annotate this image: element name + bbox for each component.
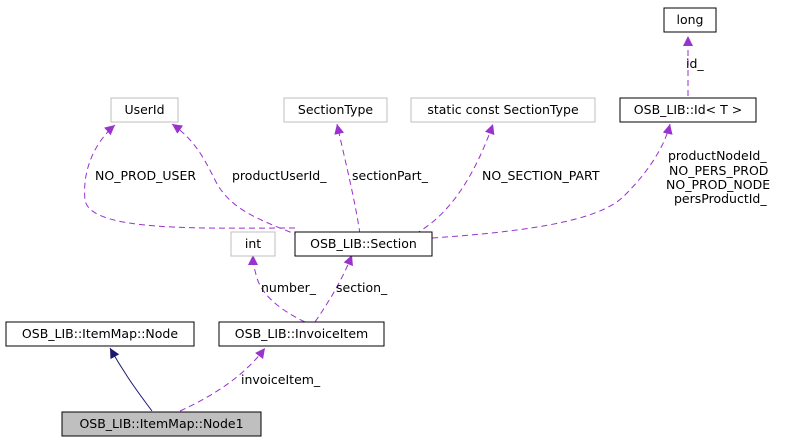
node-long[interactable]: long — [663, 7, 717, 33]
edge-label-number: number_ — [261, 280, 317, 295]
node-itemmap-node1-label: OSB_LIB::ItemMap::Node1 — [79, 416, 243, 431]
edge-node1-to-node-inheritance — [109, 347, 153, 412]
edge-label-no-pers-prod: NO_PERS_PROD — [669, 163, 768, 178]
edge-label-section-part: sectionPart_ — [352, 168, 429, 183]
edge-label-no-section-part: NO_SECTION_PART — [482, 168, 600, 183]
edge-section-to-userid-no-prod-user — [84, 124, 296, 229]
node-static-sectiontype[interactable]: static const SectionType — [410, 97, 596, 123]
node-osb-id[interactable]: OSB_LIB::Id< T > — [619, 97, 757, 123]
edge-section-to-sectiontype — [334, 123, 361, 235]
node-itemmap-node-label: OSB_LIB::ItemMap::Node — [22, 326, 178, 341]
edge-label-id: id_ — [686, 56, 704, 71]
edge-invoiceitem-to-int — [248, 254, 306, 323]
edges — [84, 36, 693, 412]
edge-label-pers-product-id: persProductId_ — [674, 191, 767, 206]
node-itemmap-node1[interactable]: OSB_LIB::ItemMap::Node1 — [61, 411, 262, 437]
node-userid[interactable]: UserId — [110, 97, 179, 123]
edge-labels: id_ NO_PROD_USER productUserId_ sectionP… — [95, 56, 770, 387]
node-section[interactable]: OSB_LIB::Section — [294, 231, 433, 257]
edge-section-to-userid-product-user-id — [171, 123, 301, 237]
node-itemmap-node[interactable]: OSB_LIB::ItemMap::Node — [5, 321, 195, 347]
edge-label-no-prod-user: NO_PROD_USER — [95, 168, 196, 183]
edge-label-product-node-id: productNodeId_ — [668, 148, 767, 163]
edge-label-product-user-id: productUserId_ — [232, 168, 327, 183]
node-static-sectiontype-label: static const SectionType — [427, 102, 579, 117]
node-sectiontype[interactable]: SectionType — [283, 97, 388, 123]
node-section-label: OSB_LIB::Section — [310, 236, 417, 251]
nodes: long UserId SectionType static const Sec… — [5, 7, 757, 437]
edge-node1-to-invoiceitem — [179, 347, 266, 412]
edge-label-no-prod-node: NO_PROD_NODE — [666, 177, 770, 192]
node-userid-label: UserId — [124, 102, 164, 117]
node-int[interactable]: int — [230, 231, 276, 257]
edge-label-section: section_ — [336, 280, 388, 295]
node-osb-id-label: OSB_LIB::Id< T > — [634, 102, 742, 117]
node-invoiceitem[interactable]: OSB_LIB::InvoiceItem — [218, 321, 385, 347]
edge-section-to-static-sectiontype — [414, 123, 495, 235]
node-invoiceitem-label: OSB_LIB::InvoiceItem — [235, 326, 368, 341]
edge-section-to-osb-id — [431, 123, 673, 239]
edge-label-invoice-item: invoiceItem_ — [241, 372, 321, 387]
node-long-label: long — [677, 12, 704, 27]
node-int-label: int — [245, 236, 261, 251]
node-sectiontype-label: SectionType — [298, 102, 373, 117]
